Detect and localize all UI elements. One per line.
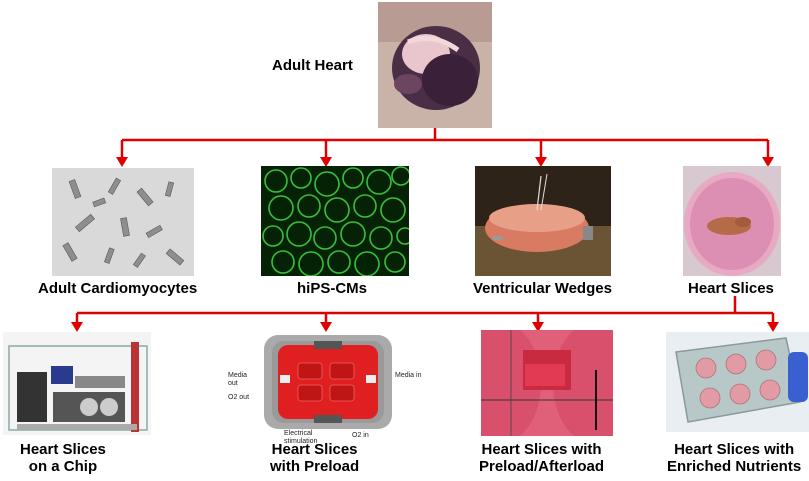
- o2-in-annotation: O2 in: [352, 432, 369, 439]
- preload-afterload-label: Heart Slices with Preload/Afterload: [479, 441, 604, 475]
- preload-label-line2: with Preload: [270, 458, 360, 475]
- heart-slices-label: Heart Slices: [688, 280, 774, 297]
- arrowhead: [767, 322, 779, 332]
- preload-afterload-label-line1: Heart Slices with: [481, 441, 602, 458]
- preload-label-line1: Heart Slices: [271, 441, 358, 458]
- heart-slices-chip-image: [3, 332, 151, 435]
- adult-cardiomyocytes-image: [52, 168, 194, 276]
- arrowhead: [762, 157, 774, 167]
- ventricular-wedges-label: Ventricular Wedges: [473, 280, 612, 297]
- enriched-nutrients-label: Heart Slices with Enriched Nutrients: [667, 441, 801, 475]
- chip-label-line1: Heart Slices: [20, 441, 106, 458]
- arrowhead: [116, 157, 128, 167]
- adult-heart-label: Adult Heart: [272, 57, 353, 74]
- enriched-nutrients-label-line2: Enriched Nutrients: [667, 458, 802, 475]
- arrowhead: [320, 322, 332, 332]
- media-out-annotation: Media out: [228, 372, 248, 387]
- hips-cms-label: hiPS-CMs: [297, 280, 368, 297]
- arrowhead: [320, 157, 332, 167]
- adult-cardiomyocytes-label: Adult Cardiomyocytes: [38, 280, 198, 297]
- electrical-stimulation-annotation: Electrical stimulation: [284, 430, 318, 445]
- heart-slices-nutrients-image: [666, 332, 809, 432]
- heart-slices-preload-afterload-image: [481, 330, 613, 436]
- enriched-nutrients-label-line1: Heart Slices with: [674, 441, 795, 458]
- hips-cms-image: [261, 166, 409, 276]
- arrowhead: [535, 157, 547, 167]
- heart-slices-image: [683, 166, 781, 276]
- ventricular-wedges-image: [475, 166, 611, 276]
- media-in-annotation: Media in: [395, 372, 422, 379]
- preload-afterload-label-line2: Preload/Afterload: [479, 458, 605, 475]
- chip-label: Heart Slices on a Chip: [20, 441, 106, 475]
- adult-heart-photo: [378, 2, 492, 128]
- o2-out-annotation: O2 out: [228, 394, 250, 401]
- arrowhead: [532, 322, 544, 332]
- chip-label-line2: on a Chip: [28, 458, 98, 475]
- heart-slices-preload-image: [264, 335, 392, 429]
- preload-label: Heart Slices with Preload: [270, 441, 359, 475]
- arrowhead: [71, 322, 83, 332]
